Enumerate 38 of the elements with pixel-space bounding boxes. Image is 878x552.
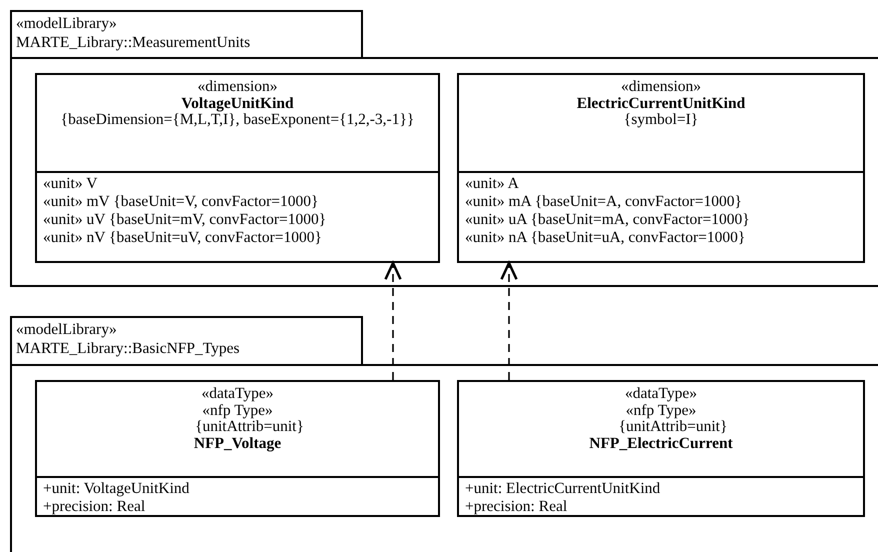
attribute-text: «unit» A — [465, 175, 519, 193]
constraint-text: {unitAttrib=unit} — [195, 419, 304, 436]
stereotype-label: «dataType» — [201, 386, 274, 402]
constraint-text: {symbol=I} — [624, 112, 698, 128]
constraint-text: {unitAttrib=unit} — [618, 419, 728, 436]
stereotype-label: «dimension» — [197, 79, 278, 96]
class-name: VoltageUnitKind — [181, 96, 294, 112]
attribute-text: +unit: VoltageUnitKind — [43, 480, 190, 498]
attribute-text: «unit» uV {baseUnit=mV, convFactor=1000} — [43, 211, 326, 229]
stereotype-label: «nfp Type» — [202, 402, 273, 419]
stereotype-label: «dimension» — [620, 79, 702, 96]
class-box — [35, 73, 440, 263]
attribute-text: «unit» nV {baseUnit=uV, convFactor=1000} — [43, 229, 322, 247]
dependency-arrow — [384, 262, 402, 380]
dependency-arrow — [500, 262, 518, 380]
attribute-text: «unit» uA {baseUnit=mA, convFactor=1000} — [465, 211, 750, 229]
attribute-text: +precision: Real — [43, 498, 146, 516]
constraint-text: {baseDimension={M,L,T,I}, baseExponent={1,2,-3,-1}} — [60, 112, 414, 128]
stereotype-label: «dataType» — [624, 386, 698, 402]
package-name: MARTE_Library::MeasurementUnits — [16, 33, 250, 52]
class-box — [457, 73, 865, 263]
class-name: NFP_ElectricCurrent — [589, 436, 733, 452]
attribute-text: «unit» V — [43, 175, 98, 193]
stereotype-label: «nfp Type» — [626, 402, 696, 419]
attribute-text: +unit: ElectricCurrentUnitKind — [465, 480, 660, 498]
attribute-text: «unit» mA {baseUnit=A, convFactor=1000} — [465, 193, 742, 211]
attribute-text: «unit» nA {baseUnit=uA, convFactor=1000} — [465, 229, 746, 247]
stereotype-label: «modelLibrary» — [16, 320, 118, 339]
package-frame — [10, 316, 878, 552]
class-name: ElectricCurrentUnitKind — [576, 96, 746, 112]
stereotype-label: «modelLibrary» — [16, 14, 118, 33]
attribute-text: «unit» mV {baseUnit=V, convFactor=1000} — [43, 193, 318, 211]
class-box — [457, 380, 865, 517]
package-frame — [10, 10, 878, 287]
class-box — [35, 380, 440, 517]
class-name: NFP_Voltage — [194, 436, 282, 452]
package-name: MARTE_Library::BasicNFP_Types — [16, 339, 240, 358]
attribute-text: +precision: Real — [465, 498, 568, 516]
